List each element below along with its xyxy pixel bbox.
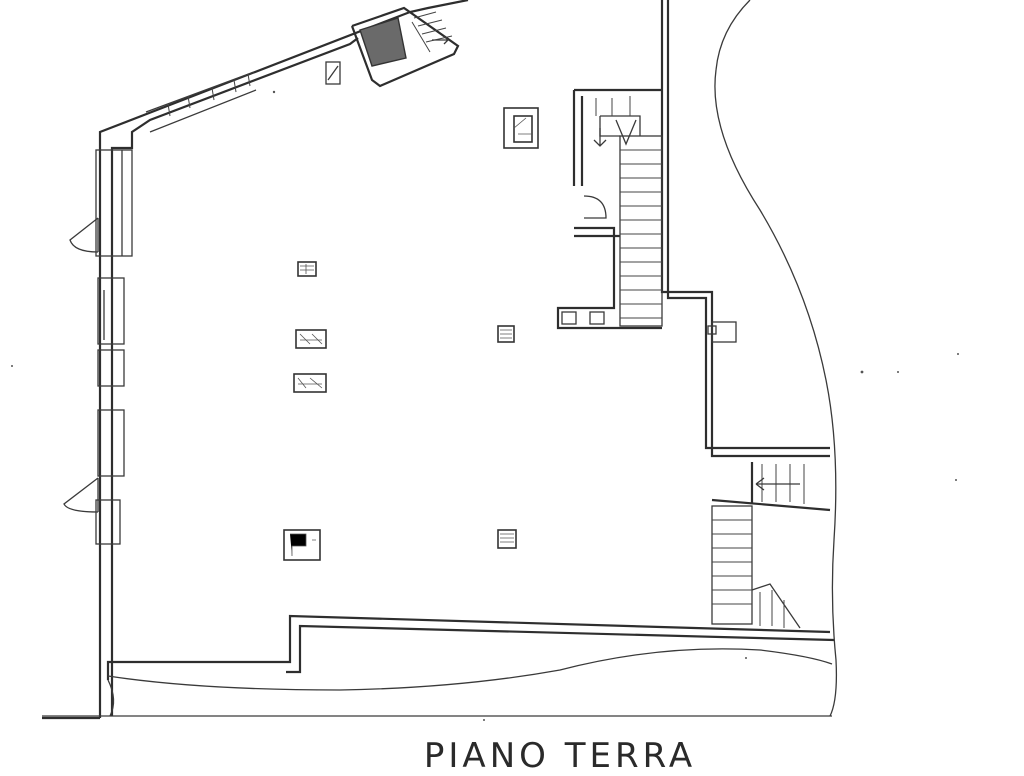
elevator-dark-fill xyxy=(359,17,407,67)
terrain-lines xyxy=(42,0,838,717)
columns xyxy=(283,107,539,561)
perimeter-wall xyxy=(42,0,835,720)
right-wall xyxy=(660,0,830,458)
left-wall-windows xyxy=(95,149,133,545)
column xyxy=(295,329,327,349)
column xyxy=(497,325,515,343)
column xyxy=(503,107,539,149)
scan-specks xyxy=(11,90,959,721)
column xyxy=(497,529,517,549)
left-door-upper xyxy=(69,217,99,253)
main-staircase xyxy=(556,88,663,330)
column xyxy=(293,373,327,393)
column xyxy=(297,261,317,277)
floor-label: PIANO TERRA xyxy=(423,736,697,776)
top-wall-windows xyxy=(145,71,257,133)
shaft-top xyxy=(325,61,341,85)
column xyxy=(283,529,321,561)
left-door-lower xyxy=(63,477,99,513)
lower-staircase xyxy=(711,462,831,629)
top-stair xyxy=(350,6,460,88)
